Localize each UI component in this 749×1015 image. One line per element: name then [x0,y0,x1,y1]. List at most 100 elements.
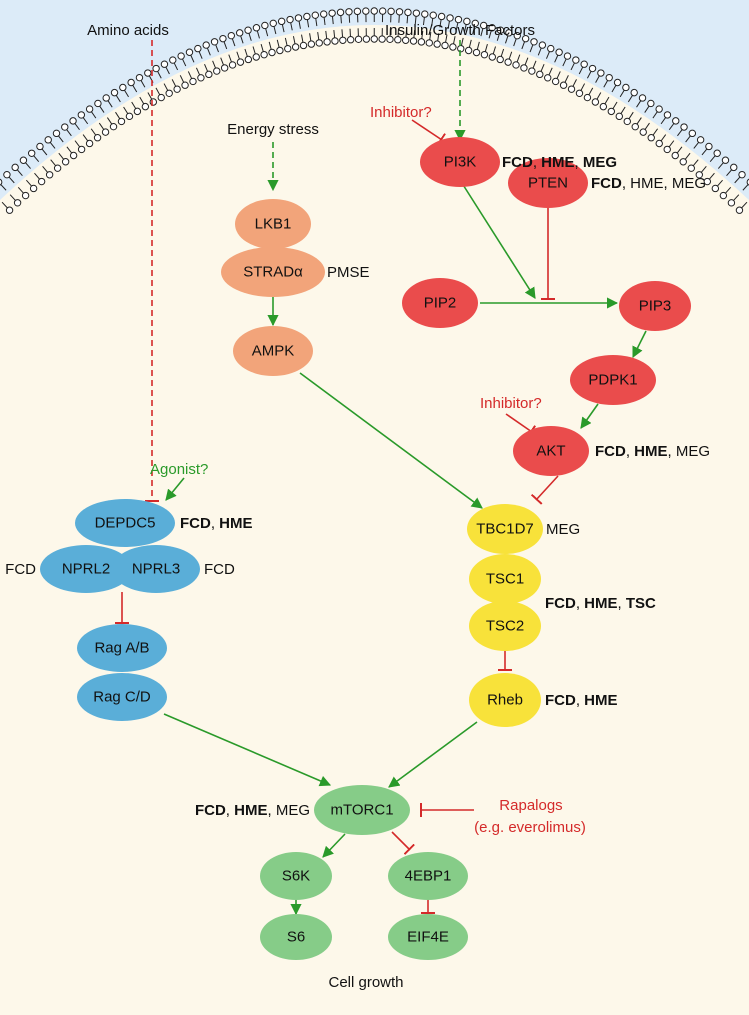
node-tsc2: TSC2 [469,601,541,651]
edge-akt-tsc [530,475,559,505]
lipid-head [711,184,720,193]
annotation-pmse: PMSE [327,264,370,281]
lipid-head [109,122,118,131]
lipid-head [85,105,94,113]
disease-fcd: FCD [502,154,533,171]
lipid-head [551,77,560,86]
annotation-inhibitor-akt: Inhibitor? [480,395,542,412]
annotation-rapalogs-example: (e.g. everolimus) [474,819,586,836]
lipid-head [323,38,331,46]
lipid-head [496,26,505,34]
node-rheb-label: Rheb [487,692,523,709]
lipid-head [713,149,721,157]
disease-hme: HME [634,443,667,460]
lipid-head [727,199,736,207]
edge-pdpk1-akt [580,403,599,429]
edge-mtorc1-4ebp1 [391,831,415,855]
lipid-head [228,61,237,69]
lipid-head [671,151,679,160]
disease-fcd: FCD [595,443,626,460]
disease-sep: , [533,154,541,171]
node-lkb1: LKB1 [235,199,311,249]
lipid-head [61,123,69,131]
lipid-head [412,9,421,17]
node-tsc2-label: TSC2 [486,618,524,635]
lipid-head [738,170,746,179]
node-s6: S6 [260,914,332,960]
node-pdpk1: PDPK1 [570,355,656,405]
lipid-head [5,206,14,214]
disease-fcd: FCD [180,515,211,532]
disease-label-tsc: FCD, HME, TSC [545,595,656,612]
disease-hme: HME [630,175,663,192]
lipid-head [235,29,244,37]
lipid-head [311,11,319,19]
lipid-head [386,35,394,44]
lipid-head [672,117,680,125]
node-pi3k-label: PI3K [444,154,477,171]
lipid-head [77,111,86,119]
lipid-head [437,12,446,21]
disease-sep: , [576,692,584,709]
lipid-head [202,41,210,49]
lipid-head [149,98,158,106]
lipid-head [21,191,30,200]
disease-sep: , [618,595,626,612]
lipid-head [19,156,28,164]
lipid-head [269,19,277,28]
disease-label-depdc5: FCD, HME [180,515,253,532]
lipid-tail [742,182,749,191]
node-pdpk1-label: PDPK1 [588,372,637,389]
lipid-head [227,31,236,40]
node-rag-ab: Rag A/B [77,624,167,672]
lipid-head [160,60,169,68]
lipid-head [404,8,412,17]
disease-label-nprl2: FCD [5,561,36,578]
lipid-head [284,44,292,53]
lipid-head [504,58,512,66]
lipid-head [294,14,303,22]
lipid-head [189,77,197,86]
node-tsc1-label: TSC1 [486,571,524,588]
lipid-head [320,10,328,18]
lipid-head [244,26,252,34]
node-s6k: S6K [260,852,332,900]
lipid-head [119,83,127,92]
lipid-head [261,21,269,30]
node-pip3: PIP3 [619,281,691,331]
lipid-head [276,46,284,55]
lipid-head [703,177,712,186]
lipid-head [530,38,538,46]
disease-hme: HME [584,692,617,709]
lipid-head [607,107,616,116]
disease-sep: , [267,802,275,819]
node-tbc1d7-label: TBC1D7 [476,521,534,538]
lipid-head [378,35,386,43]
lipid-head [463,17,471,26]
node-pip2: PIP2 [402,278,478,328]
lipid-head [236,58,245,66]
lipid-head [655,139,663,148]
lipid-head [3,170,11,179]
lipid-head [446,14,454,22]
disease-fcd: FCD [545,692,576,709]
lipid-head [429,11,437,19]
lipid-head [401,36,410,44]
lipid-head [395,8,404,16]
lipid-head [454,15,463,24]
disease-meg: MEG [583,154,617,171]
annotation-cell-growth: Cell growth [328,974,403,991]
cytoplasm [0,25,749,1015]
lipid-head [441,41,449,50]
lipid-head [688,129,697,138]
disease-hme: HME [234,802,267,819]
node-pip2-label: PIP2 [424,295,457,312]
lipid-head [695,171,703,179]
lipid-head [277,17,286,26]
lipid-head [328,9,336,17]
lipid-head [464,46,473,55]
lipid-head [11,163,19,172]
edge-rag-mtorc1 [163,713,332,787]
node-4ebp1: 4EBP1 [388,852,468,900]
